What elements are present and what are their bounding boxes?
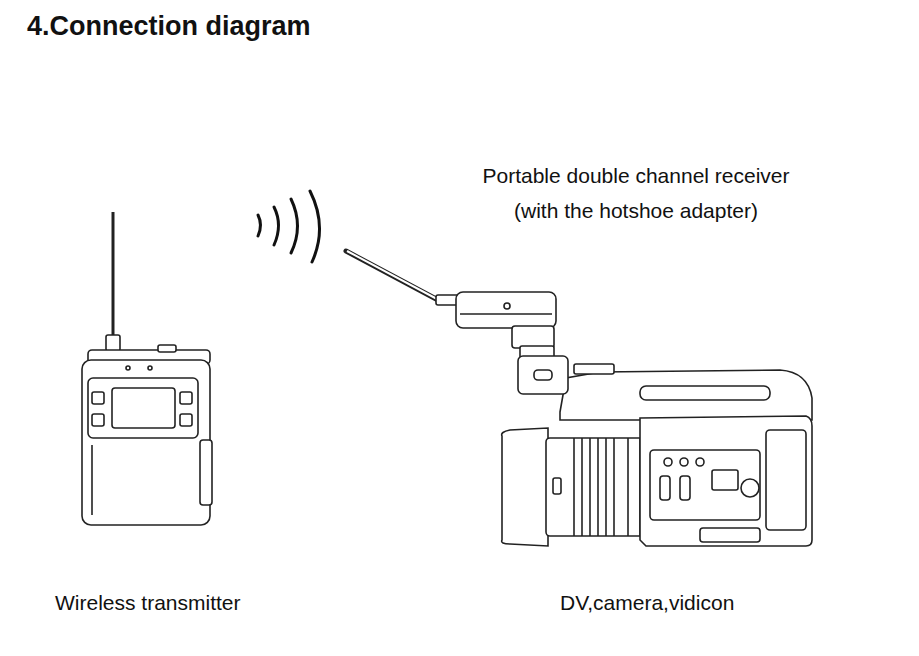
led <box>148 366 152 370</box>
lens-ring <box>573 438 575 536</box>
lens-ring <box>581 438 583 536</box>
wave-arc <box>258 215 261 236</box>
receiver-seam <box>460 313 552 315</box>
transmitter-antenna <box>112 212 115 340</box>
hotshoe-adapter <box>512 326 554 348</box>
lens-hood <box>502 428 548 546</box>
lens-ring <box>589 438 591 536</box>
control-display <box>712 470 738 490</box>
radio-waves <box>258 191 320 262</box>
receiver-antenna <box>346 251 438 300</box>
camera-body <box>640 416 812 546</box>
control-switch <box>680 476 690 500</box>
control-panel <box>650 450 760 520</box>
control-button <box>680 458 688 466</box>
receiver-dot <box>504 303 510 309</box>
wave-arc <box>310 191 320 262</box>
lens-ring <box>613 438 615 536</box>
transmitter-face <box>88 378 198 438</box>
control-switch <box>660 476 670 500</box>
accessory-shoe <box>574 364 614 374</box>
control-dial <box>741 479 759 497</box>
handle-grip <box>640 386 770 400</box>
lens-ring <box>627 438 629 536</box>
top-knob <box>158 345 176 352</box>
led <box>126 366 130 370</box>
belt-clip <box>200 440 212 505</box>
wave-arc <box>274 207 279 245</box>
diagram-title: 4.Connection diagram <box>27 11 311 42</box>
viewfinder <box>518 356 568 394</box>
lens-ring <box>597 438 599 536</box>
button <box>180 414 192 426</box>
camera-caption: DV,camera,vidicon <box>560 585 734 620</box>
transmitter-screen <box>112 388 175 428</box>
antenna-connector <box>106 335 120 351</box>
control-button <box>664 458 672 466</box>
body-edge <box>91 445 93 515</box>
lens-switch <box>553 478 561 494</box>
camera-handle <box>560 370 812 420</box>
side-panel <box>766 430 806 530</box>
viewfinder-eyepiece <box>534 370 552 380</box>
lens-ring <box>605 438 607 536</box>
receiver-body <box>456 292 556 328</box>
button <box>92 392 104 404</box>
wave-arc <box>291 199 298 253</box>
receiver-caption: Portable double channel receiver (with t… <box>479 158 793 228</box>
transmitter-caption: Wireless transmitter <box>55 585 241 620</box>
camera-foot <box>700 528 760 542</box>
camera-drawing <box>346 251 812 546</box>
button <box>180 392 192 404</box>
transmitter-body <box>82 360 210 525</box>
wireless-transmitter-drawing <box>82 212 212 525</box>
lens-barrel <box>546 438 654 536</box>
control-button <box>696 458 704 466</box>
receiver-antenna-core <box>347 251 437 299</box>
button <box>92 414 104 426</box>
